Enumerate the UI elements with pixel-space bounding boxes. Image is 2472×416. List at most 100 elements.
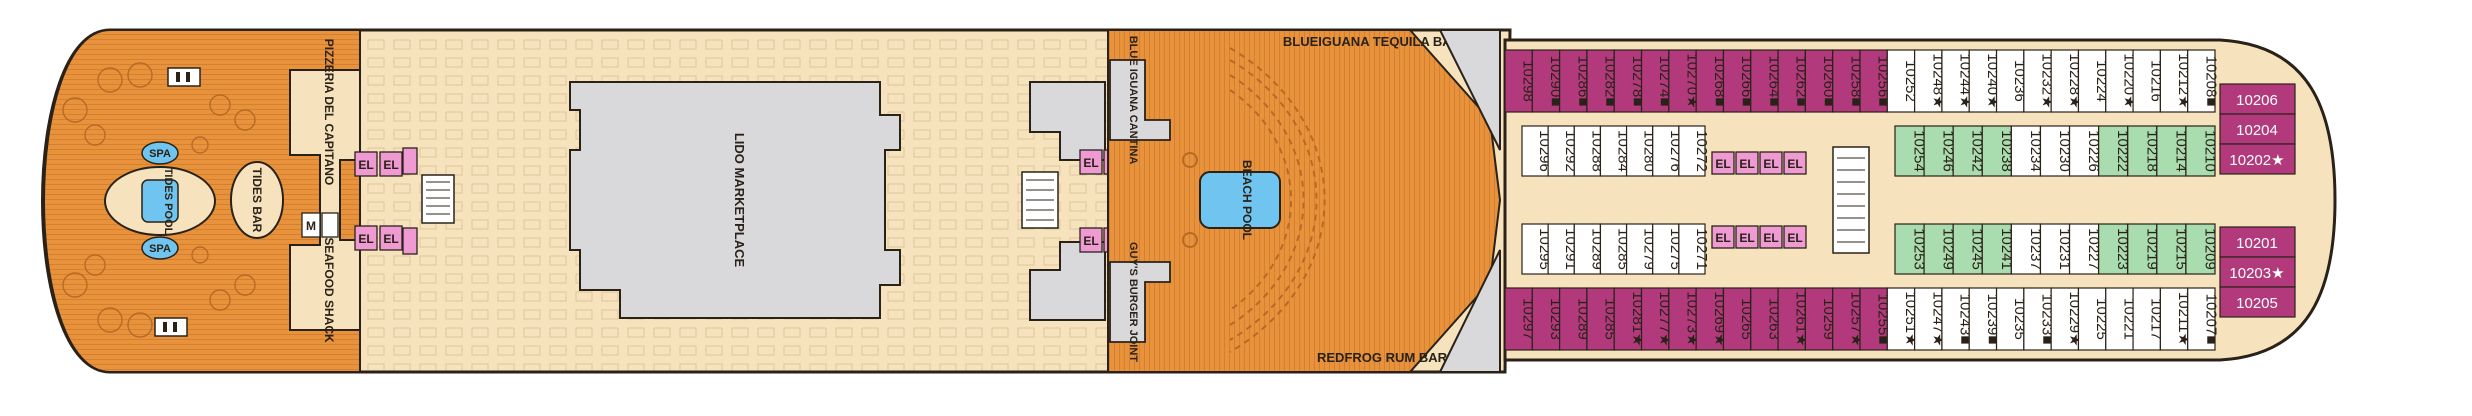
blueiguana-bar-label: BLUEIGUANA TEQUILA BAR	[1283, 34, 1462, 49]
cabin-number: 10219	[2143, 228, 2160, 270]
cabin-number: 10231	[2056, 228, 2073, 270]
svg-text:EL: EL	[383, 158, 398, 172]
cabin-top-inner[interactable]: 10234	[2010, 125, 2044, 177]
svg-text:EL: EL	[1083, 234, 1098, 248]
pizzeria-label: PIZZERIA DEL CAPITANO	[322, 39, 336, 185]
cabin-bottom-inner[interactable]: 10219	[2127, 223, 2161, 275]
cabin-aft-top[interactable]: 10204	[2219, 113, 2296, 145]
cabin-number: 10204	[2236, 122, 2278, 139]
cabin-top-inner[interactable]: 10230	[2039, 125, 2073, 177]
cabin-aft-bottom[interactable]: 10201	[2219, 226, 2296, 258]
cabin-top-inner[interactable]: 10226	[2068, 125, 2103, 177]
cabin-top-inner[interactable]: 10214	[2156, 125, 2190, 177]
svg-text:GUY'S BURGER JOINT: GUY'S BURGER JOINT	[1127, 242, 1139, 362]
svg-text:BEACH POOL: BEACH POOL	[1240, 160, 1254, 240]
cabin-top-inner[interactable]: 10292	[1547, 125, 1579, 177]
svg-text:EL: EL	[1739, 231, 1754, 245]
cabin-number: 10207■	[2202, 294, 2219, 345]
svg-text:EL: EL	[383, 232, 398, 246]
cabin-top-inner[interactable]: 10254	[1894, 125, 1928, 177]
cabin-number: 10253	[1911, 228, 1928, 270]
tides-pool-label: TIDES POOL	[162, 168, 174, 235]
tides-pool	[141, 179, 179, 223]
guys-burger-joint	[1109, 261, 1171, 343]
svg-text:BLUE IGUANA CANTINA: BLUE IGUANA CANTINA	[1127, 36, 1139, 165]
cabin-top-outer[interactable]: 10208■	[2187, 49, 2220, 113]
cabin-number: 10210	[2201, 130, 2218, 172]
cabin-top-inner[interactable]: 10218	[2127, 125, 2161, 177]
cabin-number: 10223	[2114, 228, 2131, 270]
cabin-number: 10234	[2027, 130, 2044, 172]
cabin-aft-top[interactable]: 10202★	[2219, 143, 2296, 175]
cabin-number: 10209	[2201, 228, 2218, 270]
lido-marketplace	[569, 81, 901, 319]
cabin-aft-bottom[interactable]: 10205	[2219, 286, 2296, 318]
cabin-number: 10203★	[2229, 265, 2284, 282]
redfrog-bar-label: REDFROG RUM BAR	[1317, 350, 1448, 365]
cabin-aft-top[interactable]: 10206	[2219, 83, 2296, 115]
cabin-number: 10230	[2056, 130, 2073, 172]
cabin-top-inner[interactable]: 10246	[1923, 125, 1957, 177]
cabin-bottom-inner[interactable]: 10237	[2010, 223, 2044, 275]
seafood-label: SEAFOOD SHACK	[322, 237, 336, 343]
cabin-number: 10205	[2236, 295, 2278, 312]
cabin-number: 10238	[1998, 130, 2015, 172]
cabin-bottom-inner[interactable]: 10253	[1894, 223, 1928, 275]
cabin-number: 10201	[2236, 235, 2278, 252]
cabin-aft-bottom[interactable]: 10203★	[2219, 256, 2296, 288]
cabin-top-inner[interactable]: 10242	[1952, 125, 1986, 177]
cabin-bottom-inner[interactable]: 10271	[1678, 223, 1710, 275]
cabin-top-outer[interactable]: 10290■	[1531, 49, 1564, 113]
cabin-bottom-inner[interactable]: 10241	[1981, 223, 2015, 275]
tides-bar	[230, 161, 284, 239]
cabin-bottom-inner[interactable]: 10215	[2156, 223, 2190, 275]
cabin-top-outer[interactable]: 10262■	[1777, 49, 1810, 113]
cabin-bottom-inner[interactable]: 10223	[2098, 223, 2132, 275]
cabin-bottom-inner[interactable]: 10227	[2068, 223, 2103, 275]
cabin-stair	[1832, 146, 1870, 254]
cabin-top-outer[interactable]: 10236	[1995, 49, 2029, 113]
svg-text:EL: EL	[358, 158, 373, 172]
stair-box-bottom	[154, 317, 188, 337]
cabin-top-inner[interactable]: 10238	[1981, 125, 2015, 177]
cabin-top-inner[interactable]: 10222	[2098, 125, 2132, 177]
stair-box-top	[167, 67, 201, 87]
svg-text:TIDES BAR: TIDES BAR	[250, 168, 264, 233]
cabin-number: 10227	[2085, 228, 2102, 270]
svg-text:EL: EL	[1083, 156, 1098, 170]
cabin-top-inner[interactable]: 10272	[1678, 125, 1710, 177]
cabin-bottom-outer[interactable]: 10259	[1804, 287, 1837, 351]
cabin-bottom-inner[interactable]: 10231	[2039, 223, 2073, 275]
svg-text:SPA: SPA	[149, 243, 171, 255]
cabin-bottom-inner[interactable]: 10245	[1952, 223, 1986, 275]
svg-text:EL: EL	[1787, 157, 1802, 171]
cabin-bottom-inner[interactable]: 10249	[1923, 223, 1957, 275]
svg-text:EL: EL	[358, 232, 373, 246]
cabin-number: 10222	[2114, 130, 2131, 172]
cabin-bottom-outer[interactable]: 10263	[1750, 287, 1783, 351]
svg-text:EL: EL	[1715, 157, 1730, 171]
cabin-number: 10272	[1693, 130, 1710, 172]
mid-service-top	[1029, 81, 1106, 161]
cabin-number: 10241	[1998, 228, 2015, 270]
funnel-top	[1438, 29, 1501, 151]
cabin-number: 10214	[2172, 130, 2189, 172]
svg-text:M: M	[306, 219, 316, 233]
cabin-top-inner[interactable]: 10210	[2185, 125, 2219, 177]
spa-top	[141, 141, 179, 165]
cabin-number: 10271	[1693, 228, 1710, 270]
svg-text:EL: EL	[1787, 231, 1802, 245]
spa-bottom	[141, 236, 179, 260]
cabin-elevators: EL EL EL EL EL EL EL EL	[1711, 151, 1807, 249]
svg-text:EL: EL	[1739, 157, 1754, 171]
lido-label: LIDO MARKETPLACE	[732, 133, 747, 268]
cabin-number: 10206	[2236, 92, 2278, 109]
cabin-number: 10202★	[2229, 152, 2284, 169]
forward-elevators: EL EL EL EL	[354, 147, 455, 255]
cabin-bottom-outer[interactable]: 10207■	[2187, 287, 2220, 351]
cabin-number: 10226	[2085, 130, 2102, 172]
cabin-number: 10215	[2172, 228, 2189, 270]
cabin-bottom-inner[interactable]: 10209	[2185, 223, 2219, 275]
